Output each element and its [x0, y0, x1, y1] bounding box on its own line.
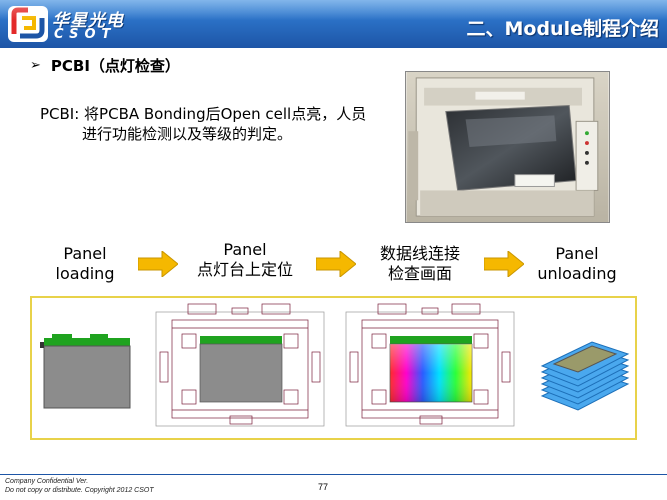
step-1-line-2: loading — [55, 264, 115, 283]
panel-loading-illustration — [40, 334, 131, 409]
step-1-line-1: Panel — [63, 244, 107, 263]
pcbi-machine-photo — [405, 71, 610, 223]
csot-logo-icon — [8, 6, 48, 42]
step-panel-unloading: Panel unloading — [532, 244, 622, 284]
header-bar: 华星光电 CSOT 二、Module制程介绍 — [0, 0, 667, 48]
section-heading: ➢ PCBI（点灯检查） — [30, 55, 180, 76]
step-4-line-2: unloading — [537, 264, 617, 283]
test-pattern-illustration — [345, 303, 515, 427]
process-diagram — [40, 303, 630, 427]
section-heading-text: PCBI（点灯检查） — [50, 57, 180, 75]
step-panel-loading: Panel loading — [50, 244, 120, 284]
process-diagram-frame — [30, 296, 637, 440]
step-2-line-2: 点灯台上定位 — [196, 260, 293, 279]
slide-title: 二、Module制程介绍 — [466, 18, 660, 40]
step-4-line-1: Panel — [555, 244, 599, 263]
footer-divider — [0, 474, 667, 475]
description-line-2: 进行功能检测以及等级的判定。 — [82, 125, 293, 143]
right-arrow-icon — [316, 251, 356, 277]
footer-line-2: Do not copy or distribute. Copyright 201… — [5, 487, 154, 494]
description-text: PCBI: 将PCBA Bonding后Open cell点亮，人员 进行功能检… — [40, 104, 400, 144]
step-3-line-1: 数据线连接 — [379, 244, 460, 263]
logo-english-text: CSOT — [54, 27, 117, 42]
footer-line-1: Company Confidential Ver. — [5, 478, 89, 485]
page-number: 77 — [318, 482, 329, 492]
jig-positioning-illustration — [155, 303, 325, 427]
footer-confidential: Company Confidential Ver. Do not copy or… — [5, 477, 154, 495]
step-panel-positioning: Panel 点灯台上定位 — [185, 240, 305, 280]
description-line-1: PCBI: 将PCBA Bonding后Open cell点亮，人员 — [40, 105, 367, 123]
right-arrow-icon — [484, 251, 524, 277]
step-data-line-check: 数据线连接 检查画面 — [365, 244, 475, 284]
arrow-bullet-icon: ➢ — [30, 58, 41, 73]
step-2-line-1: Panel — [223, 240, 267, 259]
step-3-line-2: 检查画面 — [387, 264, 452, 283]
panel-stack-illustration — [540, 341, 630, 411]
right-arrow-icon — [138, 251, 178, 277]
